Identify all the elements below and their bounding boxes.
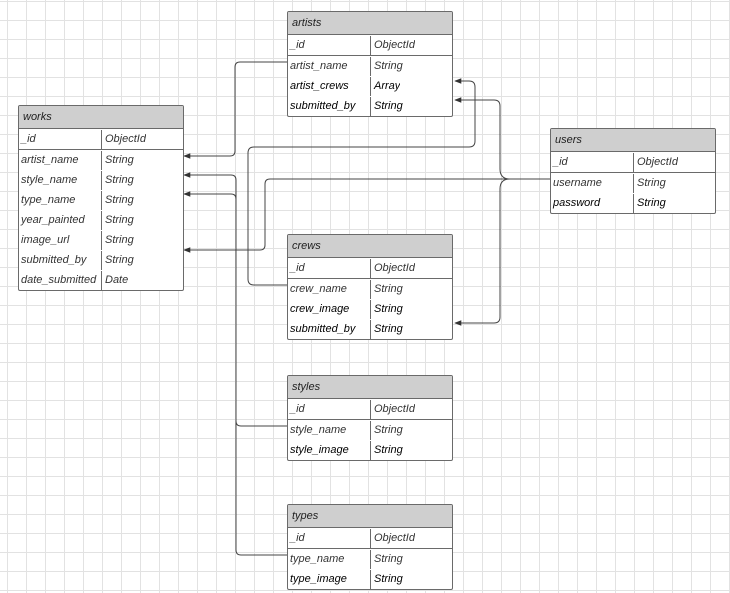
field-name: _id bbox=[288, 36, 371, 55]
table-row: password String bbox=[551, 193, 715, 213]
table-row: _id ObjectId bbox=[288, 528, 452, 549]
field-type: String bbox=[374, 323, 403, 335]
field-type: ObjectId bbox=[374, 532, 415, 544]
field-type: String bbox=[105, 254, 134, 266]
artists-table-title: artists bbox=[288, 12, 452, 35]
artists-table[interactable]: artists _id ObjectId artist_name String … bbox=[287, 11, 453, 117]
field-name: type_name bbox=[288, 550, 371, 569]
field-name: type_name bbox=[19, 191, 102, 210]
field-name: style_name bbox=[19, 171, 102, 190]
field-type: String bbox=[374, 60, 403, 72]
field-name: year_painted bbox=[19, 211, 102, 230]
table-row: username String bbox=[551, 173, 715, 193]
field-type: String bbox=[374, 573, 403, 585]
field-type: String bbox=[374, 444, 403, 456]
field-name: _id bbox=[551, 153, 634, 172]
field-type: Date bbox=[105, 274, 129, 286]
field-type: String bbox=[374, 553, 403, 565]
styles-table-title: styles bbox=[288, 376, 452, 399]
works-table-title: works bbox=[19, 106, 183, 129]
table-row: year_painted String bbox=[19, 210, 183, 230]
table-row: crew_image String bbox=[288, 299, 452, 319]
field-type: ObjectId bbox=[637, 156, 678, 168]
field-name: _id bbox=[19, 130, 102, 149]
table-row: artist_crews Array bbox=[288, 76, 452, 96]
users-table-title: users bbox=[551, 129, 715, 152]
connector-artist-name bbox=[183, 61, 288, 159]
field-name: style_name bbox=[288, 421, 371, 440]
connector-style-name bbox=[183, 172, 288, 427]
table-row: type_name String bbox=[288, 549, 452, 569]
field-type: ObjectId bbox=[105, 133, 146, 145]
field-type: String bbox=[374, 100, 403, 112]
table-row: style_image String bbox=[288, 440, 452, 460]
connector-type-name bbox=[183, 191, 288, 556]
field-type: String bbox=[105, 234, 134, 246]
field-type: Array bbox=[374, 80, 401, 92]
crews-table[interactable]: crews _id ObjectId crew_name String crew… bbox=[287, 234, 453, 340]
types-table-title: types bbox=[288, 505, 452, 528]
field-name: date_submitted bbox=[19, 271, 102, 290]
table-row: date_submitted Date bbox=[19, 270, 183, 290]
users-table[interactable]: users _id ObjectId username String passw… bbox=[550, 128, 716, 214]
table-row: crew_name String bbox=[288, 279, 452, 299]
field-name: submitted_by bbox=[19, 251, 102, 270]
table-row: type_name String bbox=[19, 190, 183, 210]
field-type: String bbox=[637, 197, 666, 209]
field-type: String bbox=[105, 194, 134, 206]
field-name: crew_name bbox=[288, 280, 371, 299]
connector-submitted-by-crews bbox=[454, 178, 551, 326]
table-row: submitted_by String bbox=[19, 250, 183, 270]
table-row: style_name String bbox=[19, 170, 183, 190]
table-row: submitted_by String bbox=[288, 319, 452, 339]
connector-submitted-by-artists bbox=[454, 97, 551, 180]
field-name: _id bbox=[288, 529, 371, 548]
table-row: artist_name String bbox=[288, 56, 452, 76]
field-type: ObjectId bbox=[374, 262, 415, 274]
table-row: _id ObjectId bbox=[288, 258, 452, 279]
table-row: submitted_by String bbox=[288, 96, 452, 116]
field-type: String bbox=[105, 174, 134, 186]
field-name: crew_image bbox=[288, 300, 371, 319]
crews-table-title: crews bbox=[288, 235, 452, 258]
table-row: style_name String bbox=[288, 420, 452, 440]
field-name: type_image bbox=[288, 570, 371, 589]
field-type: String bbox=[374, 303, 403, 315]
styles-table[interactable]: styles _id ObjectId style_name String st… bbox=[287, 375, 453, 461]
field-name: style_image bbox=[288, 441, 371, 460]
field-name: artist_name bbox=[288, 57, 371, 76]
field-type: String bbox=[105, 214, 134, 226]
works-table[interactable]: works _id ObjectId artist_name String st… bbox=[18, 105, 184, 291]
table-row: _id ObjectId bbox=[19, 129, 183, 150]
field-type: String bbox=[105, 154, 134, 166]
field-type: ObjectId bbox=[374, 403, 415, 415]
field-type: String bbox=[374, 424, 403, 436]
field-type: String bbox=[637, 177, 666, 189]
table-row: _id ObjectId bbox=[551, 152, 715, 173]
field-name: username bbox=[551, 174, 634, 193]
table-row: _id ObjectId bbox=[288, 35, 452, 56]
field-name: submitted_by bbox=[288, 97, 371, 116]
field-name: artist_name bbox=[19, 151, 102, 170]
types-table[interactable]: types _id ObjectId type_name String type… bbox=[287, 504, 453, 590]
field-name: _id bbox=[288, 259, 371, 278]
field-name: submitted_by bbox=[288, 320, 371, 339]
field-name: image_url bbox=[19, 231, 102, 250]
field-type: ObjectId bbox=[374, 39, 415, 51]
field-name: password bbox=[551, 194, 634, 213]
table-row: type_image String bbox=[288, 569, 452, 589]
field-name: artist_crews bbox=[288, 77, 371, 96]
table-row: artist_name String bbox=[19, 150, 183, 170]
field-name: _id bbox=[288, 400, 371, 419]
table-row: _id ObjectId bbox=[288, 399, 452, 420]
field-type: String bbox=[374, 283, 403, 295]
table-row: image_url String bbox=[19, 230, 183, 250]
